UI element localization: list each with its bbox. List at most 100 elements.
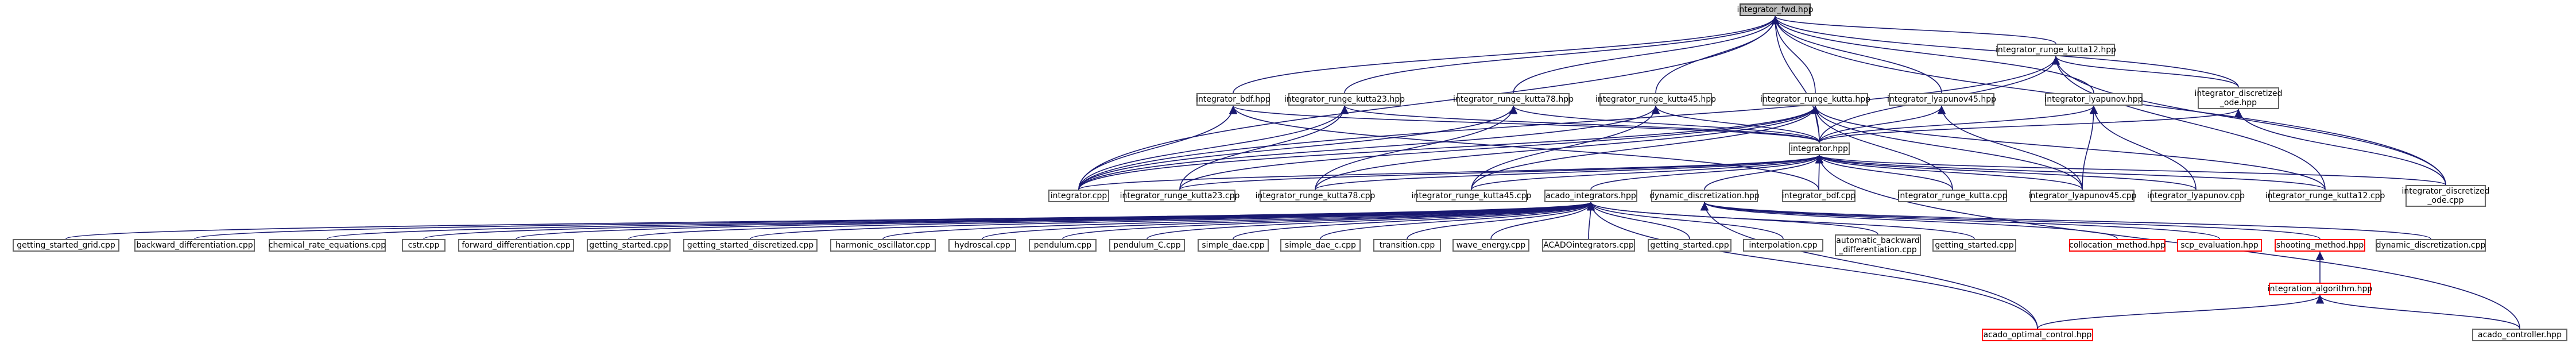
edge-integrator_hpp-to-fwd: [1771, 16, 1820, 143]
edge-ocp-to-int_alg: [2037, 295, 2324, 329]
edge-integrator_hpp-to-rk78_hpp: [1509, 105, 1820, 143]
edge-rk_cpp-to-rk_hpp: [1811, 105, 1953, 190]
node-integrator-lyapunov-cpp[interactable]: integrator_lyapunov.cpp: [2147, 190, 2245, 202]
edge-pendulum_c-to-acado_int: [1146, 202, 1595, 240]
edge-rk23_cpp-to-rk23_hpp: [1179, 105, 1349, 190]
edge-transition-to-acado_int: [1407, 202, 1595, 240]
edge-rk12_cpp-to-rk12: [2051, 56, 2326, 190]
node-wave-energy-cpp[interactable]: wave_energy.cpp: [1452, 239, 1529, 252]
edge-lyap_hpp-to-fwd: [1771, 16, 2094, 94]
edge-lyap45_cpp-to-lyap45_hpp: [1937, 105, 2083, 190]
node-integrator-fwd-hpp: integrator_fwd.hpp: [1737, 3, 1814, 16]
edge-rk12-to-fwd: [1771, 16, 2056, 44]
edge-rk78_hpp-to-fwd: [1513, 16, 1780, 94]
node-getting-started-discretized-cpp[interactable]: getting_started_discretized.cpp: [683, 239, 818, 252]
node-dynamic-discretization-hpp[interactable]: dynamic_discretization.hpp: [1649, 190, 1760, 202]
edge-simple_dae-to-acado_int: [1233, 202, 1595, 240]
edge-integrator_cpp-to-rk12: [1078, 56, 2060, 190]
node-acado-integrators-hpp[interactable]: acado_integrators.hpp: [1544, 190, 1637, 202]
node-integrator-lyapunov45-cpp[interactable]: integrator_lyapunov45.cpp: [2028, 190, 2136, 202]
edge-chemical-to-acado_int: [327, 202, 1595, 240]
node-integrator-runge-kutta12-hpp[interactable]: integrator_runge_kutta12.hpp: [1996, 44, 2116, 56]
node-getting-started-cpp-1[interactable]: getting_started.cpp: [587, 239, 671, 252]
edge-scp-to-dyn_disc: [1700, 202, 2220, 240]
node-integrator-cpp[interactable]: integrator.cpp: [1048, 190, 1109, 202]
edge-rk45_cpp-to-rk_hpp: [1471, 105, 1820, 190]
node-backward-differentiation-cpp[interactable]: backward_differentiation.cpp: [134, 239, 255, 252]
node-getting-started-grid-cpp[interactable]: getting_started_grid.cpp: [13, 239, 119, 252]
node-pendulum-cpp[interactable]: pendulum.cpp: [1029, 239, 1097, 252]
edge-controller-to-int_alg: [2315, 295, 2520, 329]
node-integrator-runge-kutta12-cpp[interactable]: integrator_runge_kutta12.cpp: [2265, 190, 2385, 202]
node-integrator-runge-kutta-cpp[interactable]: integrator_runge_kutta.cpp: [1898, 190, 2007, 202]
node-integrator-discretized-ode-hpp[interactable]: integrator_discretized _ode.hpp: [2195, 87, 2282, 109]
node-integrator-runge-kutta45-cpp[interactable]: integrator_runge_kutta45.cpp: [1412, 190, 1531, 202]
edge-rk23_hpp-to-fwd: [1344, 16, 1780, 94]
node-harmonic-oscillator-cpp[interactable]: harmonic_oscillator.cpp: [830, 239, 936, 252]
edge-pendulum-to-acado_int: [1062, 202, 1595, 240]
node-scp-evaluation-hpp[interactable]: scp_evaluation.hpp: [2177, 239, 2262, 252]
node-collocation-method-hpp[interactable]: collocation_method.hpp: [2069, 239, 2166, 252]
edge-integrator_hpp-to-rk45_hpp: [1651, 105, 1820, 143]
edge-bdf_hpp-to-fwd: [1233, 16, 1779, 94]
node-acado-controller-hpp[interactable]: acado_controller.hpp: [2472, 329, 2567, 341]
node-integrator-runge-kutta78-hpp[interactable]: integrator_runge_kutta78.hpp: [1453, 93, 1574, 106]
node-shooting-method-hpp[interactable]: shooting_method.hpp: [2275, 239, 2365, 252]
edge-rk78_cpp-to-integrator_hpp: [1315, 155, 1823, 190]
node-simple-dae-cpp[interactable]: simple_dae.cpp: [1198, 239, 1269, 252]
node-acado-optimal-control-hpp[interactable]: acado_optimal_control.hpp: [1982, 329, 2093, 341]
edge-integrator_hpp-to-rk23_hpp: [1341, 105, 1820, 143]
node-integrator-runge-kutta23-hpp[interactable]: integrator_runge_kutta23.hpp: [1284, 93, 1405, 106]
edge-disc_ode_cpp-to-rk12: [2051, 56, 2446, 186]
node-getting-started-cpp-3[interactable]: getting_started.cpp: [1932, 239, 2016, 252]
node-automatic-backward-differentiation-cpp[interactable]: automatic_backward _differentiation.cpp: [1835, 234, 1921, 256]
node-integration-algorithm-hpp[interactable]: integration_algorithm.hpp: [2268, 283, 2372, 295]
node-transition-cpp[interactable]: transition.cpp: [1373, 239, 1441, 252]
node-integrator-lyapunov45-hpp[interactable]: integrator_lyapunov45.hpp: [1887, 93, 1996, 106]
node-integrator-runge-kutta23-cpp[interactable]: integrator_runge_kutta23.cpp: [1120, 190, 1239, 202]
node-hydroscal-cpp[interactable]: hydroscal.cpp: [948, 239, 1016, 252]
node-acadointegrators-cpp[interactable]: ACADOintegrators.cpp: [1542, 239, 1635, 252]
edge-forward-to-acado_int: [516, 202, 1595, 240]
edge-disc_ode_hpp-to-rk12: [2051, 56, 2239, 88]
edge-collocation-to-dyn_disc: [1700, 202, 2118, 240]
node-cstr-cpp[interactable]: cstr.cpp: [402, 239, 446, 252]
node-dynamic-discretization-cpp[interactable]: dynamic_discretization.cpp: [2376, 239, 2486, 252]
edge-rk12_cpp-to-integrator_hpp: [1815, 155, 2326, 190]
edge-integrator_cpp-to-integrator_hpp: [1078, 155, 1823, 190]
edge-ocp-to-dyn_disc: [1700, 202, 2038, 329]
edge-lyap45_cpp-to-integrator_hpp: [1815, 155, 2083, 190]
node-integrator-runge-kutta78-cpp[interactable]: integrator_runge_kutta78.cpp: [1256, 190, 1375, 202]
node-chemical-rate-equations-cpp[interactable]: chemical_rate_equations.cpp: [269, 239, 386, 252]
edge-integrator_cpp-to-bdf_hpp: [1078, 105, 1238, 190]
edge-lyap45_cpp-to-lyap_hpp: [2082, 105, 2098, 190]
edge-rk23_cpp-to-integrator_hpp: [1179, 155, 1823, 190]
edge-integrator_cpp-to-rk45_hpp: [1078, 105, 1660, 190]
edge-dyn_disc_cpp-to-dyn_disc: [1700, 202, 2431, 240]
edge-integrator_hpp-to-lyap45_hpp: [1819, 105, 1946, 143]
node-forward-differentiation-cpp[interactable]: forward_differentiation.cpp: [458, 239, 574, 252]
edge-rk45_cpp-to-integrator_hpp: [1471, 155, 1823, 190]
node-integrator-runge-kutta45-hpp[interactable]: integrator_runge_kutta45.hpp: [1595, 93, 1716, 106]
edge-harmonic-to-acado_int: [882, 202, 1595, 240]
edge-ocp-to-acado_int: [1586, 202, 2038, 329]
edge-lyap_cpp-to-integrator_hpp: [1815, 155, 2197, 190]
node-integrator-bdf-hpp[interactable]: integrator_bdf.hpp: [1196, 93, 1270, 106]
edge-backward-to-acado_int: [194, 202, 1595, 240]
node-integrator-bdf-cpp[interactable]: integrator_bdf.cpp: [1782, 190, 1856, 202]
edge-bdf_cpp-to-bdf_hpp: [1229, 105, 1819, 190]
node-pendulum-c-cpp[interactable]: pendulum_C.cpp: [1109, 239, 1185, 252]
node-simple-dae-c-cpp[interactable]: simple_dae_c.cpp: [1280, 239, 1361, 252]
node-integrator-runge-kutta-hpp[interactable]: integrator_runge_kutta.hpp: [1760, 93, 1870, 106]
node-integrator-discretized-ode-cpp[interactable]: integrator_discretized _ode.cpp: [2402, 185, 2489, 207]
node-interpolation-cpp[interactable]: interpolation.cpp: [1743, 239, 1823, 252]
edge-integrator_cpp-to-rk_hpp: [1078, 105, 1819, 190]
node-integrator-hpp[interactable]: integrator.hpp: [1789, 142, 1850, 155]
edge-lyap45_cpp-to-rk_hpp: [1811, 105, 2083, 190]
node-integrator-lyapunov-hpp[interactable]: integrator_lyapunov.hpp: [2044, 93, 2143, 106]
edge-integrator_cpp-to-fwd: [1078, 16, 1780, 190]
edge-lyap_cpp-to-lyap_hpp: [2089, 105, 2197, 190]
node-getting-started-cpp-2[interactable]: getting_started.cpp: [1648, 239, 1731, 252]
